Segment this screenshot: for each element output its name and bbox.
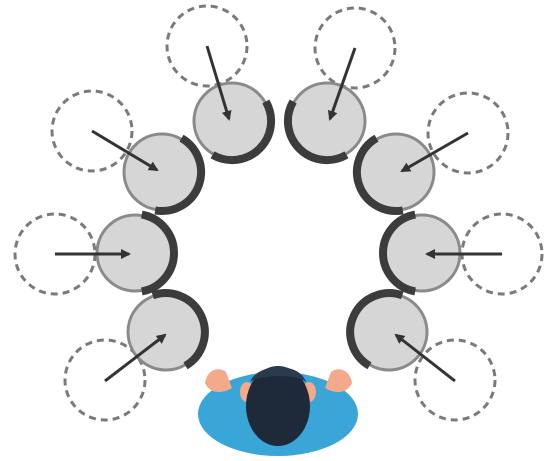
position-circle-4	[357, 134, 434, 211]
position-circle-1	[194, 83, 271, 160]
person-top-view-icon	[198, 366, 358, 456]
position-circle-2	[288, 83, 365, 160]
position-circle-3	[124, 134, 201, 211]
position-circle-7	[128, 293, 205, 370]
position-circles	[97, 83, 460, 370]
position-circle-8	[350, 293, 427, 370]
left-hand	[205, 369, 232, 392]
dashed-target-circles	[15, 6, 542, 420]
right-hand	[325, 369, 352, 392]
movement-arrows	[55, 46, 502, 381]
